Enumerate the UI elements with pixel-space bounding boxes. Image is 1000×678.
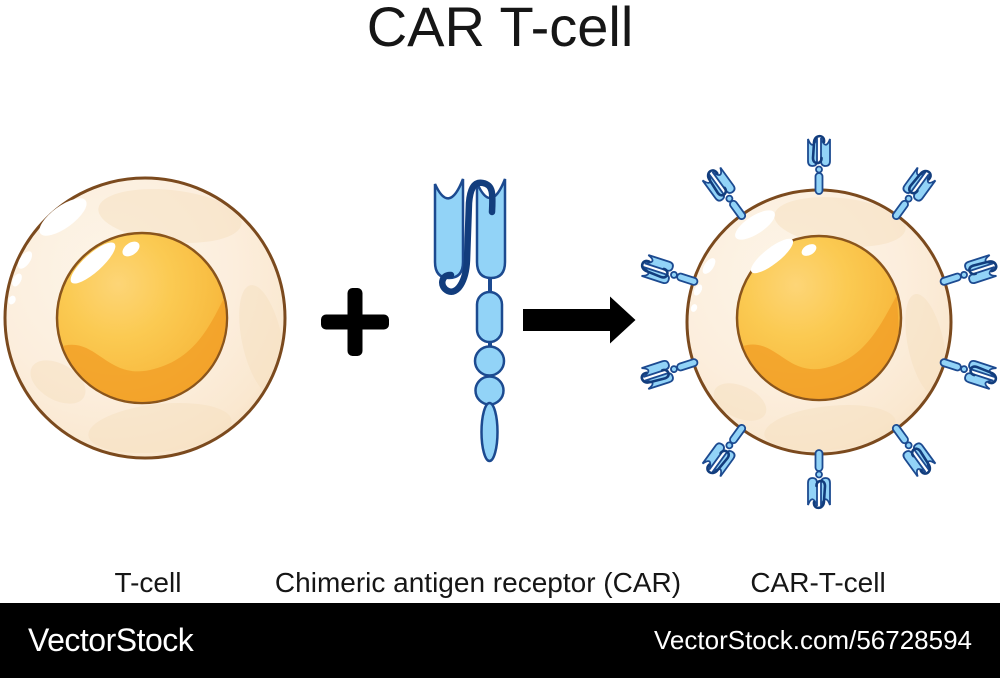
- t-cell-graphic: [3, 176, 287, 460]
- car-graphic: [433, 178, 507, 463]
- t-cell-cytoplasm-texture: [30, 189, 283, 454]
- nucleus-shine: [70, 242, 116, 284]
- membrane-shine: [17, 251, 33, 269]
- nucleus-shading: [740, 295, 900, 399]
- car-scfv-left: [433, 178, 465, 280]
- page-title: CAR T-cell: [366, 0, 634, 58]
- plus-icon: [321, 288, 389, 356]
- car-receptor: [884, 163, 939, 227]
- car-costimulatory-domain-2: [474, 375, 505, 406]
- membrane-shine: [693, 284, 703, 296]
- footer-brand-logo: VectorStock: [28, 622, 194, 658]
- car-receptor: [699, 163, 754, 227]
- car-hinge-domain: [475, 290, 504, 344]
- footer-image-ref: VectorStock.com/56728594: [654, 625, 972, 655]
- membrane-shine: [12, 273, 22, 287]
- car-linker-loop: [439, 179, 496, 295]
- membrane-shine: [702, 258, 716, 274]
- nucleus-shine: [801, 244, 817, 256]
- nucleus-shine: [750, 238, 794, 274]
- label-t-cell: T-cell: [114, 567, 182, 598]
- right-arrow-icon: [523, 296, 636, 344]
- car-receptor: [806, 134, 832, 196]
- membrane-shine: [8, 295, 16, 305]
- car-costimulatory-domain-1: [473, 345, 506, 377]
- label-car-t-cell: CAR-T-cell: [750, 567, 886, 598]
- car-signaling-domain: [480, 401, 499, 463]
- nucleus-shine: [122, 241, 140, 257]
- membrane-shine: [735, 210, 775, 240]
- car-receptor: [884, 417, 939, 481]
- car-t-cell-cytoplasm-texture: [713, 197, 947, 451]
- car-receptor: [699, 417, 754, 481]
- membrane-shine: [690, 304, 698, 312]
- membrane-shine: [39, 198, 87, 236]
- footer-bar: VectorStock VectorStock.com/56728594: [0, 603, 1000, 678]
- label-chimeric-antigen-receptor: Chimeric antigen receptor (CAR): [274, 567, 682, 598]
- car-t-cell-graphic: [637, 134, 1000, 510]
- nucleus-shading: [58, 292, 226, 402]
- car-receptor: [806, 448, 832, 510]
